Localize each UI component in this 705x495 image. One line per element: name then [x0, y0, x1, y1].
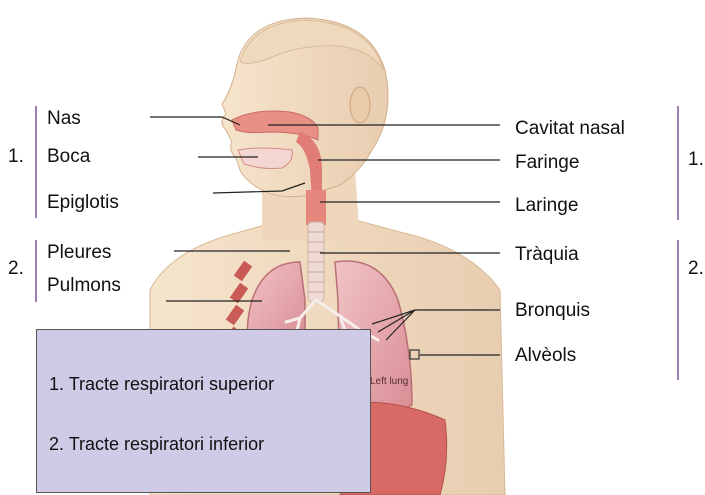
label-faringe: Faringe	[515, 152, 579, 174]
label-traquia: Tràquia	[515, 244, 579, 266]
label-pulmons: Pulmons	[47, 275, 121, 297]
legend-item-upper-tract: 1. Tracte respiratori superior	[49, 374, 274, 395]
legend-box: 1. Tracte respiratori superior 2. Tracte…	[36, 329, 371, 493]
left-group1-bracket	[35, 106, 37, 218]
label-bronquis: Bronquis	[515, 300, 590, 322]
label-laringe: Laringe	[515, 195, 578, 217]
label-epiglotis: Epiglotis	[47, 192, 119, 214]
label-cavitat-nasal: Cavitat nasal	[515, 118, 625, 140]
label-alveols: Alvèols	[515, 345, 576, 367]
left-lung-label: Left lung	[370, 376, 408, 387]
ear	[350, 87, 370, 123]
right-group2-number: 2.	[688, 258, 704, 280]
left-group2-number: 2.	[8, 258, 24, 280]
left-group1-number: 1.	[8, 146, 24, 168]
right-group1-number: 1.	[688, 149, 704, 171]
right-group2-bracket	[677, 240, 679, 380]
label-boca: Boca	[47, 146, 90, 168]
label-nas: Nas	[47, 108, 81, 130]
right-group1-bracket	[677, 106, 679, 220]
larynx	[306, 190, 326, 225]
label-pleures: Pleures	[47, 242, 111, 264]
left-group2-bracket	[35, 240, 37, 302]
legend-item-lower-tract: 2. Tracte respiratori inferior	[49, 434, 264, 455]
